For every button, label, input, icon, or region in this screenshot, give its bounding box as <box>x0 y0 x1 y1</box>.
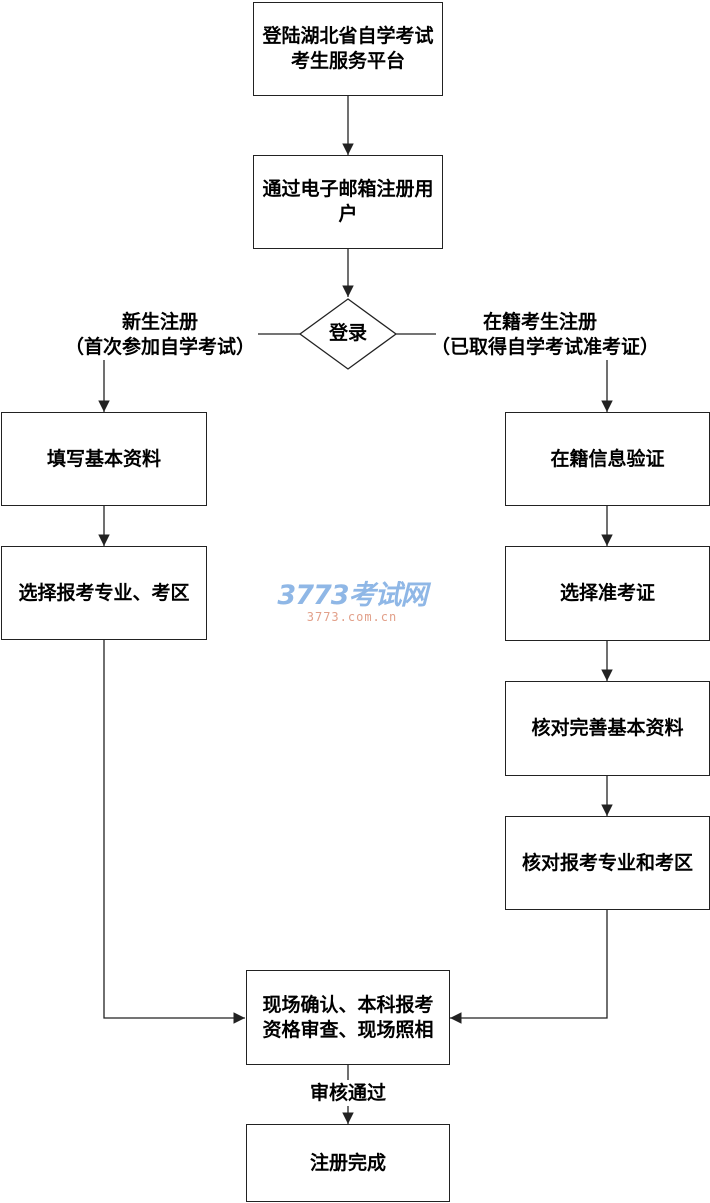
node-email-register-label: 通过电子邮箱注册用户 <box>262 178 434 225</box>
node-check-complete-label: 核对完善基本资料 <box>531 717 684 739</box>
arrow-check-to-onsite <box>450 910 608 1024</box>
node-start-label: 登陆湖北省自学考试考生服务平台 <box>262 25 434 72</box>
node-verify-enrolled: 在籍信息验证 <box>505 412 710 506</box>
node-check-major: 核对报考专业和考区 <box>505 816 710 910</box>
node-done-label: 注册完成 <box>309 1151 386 1174</box>
node-choose-major-label: 选择报考专业、考区 <box>18 581 190 604</box>
watermark: 3773考试网 3773.com.cn <box>262 580 442 625</box>
branch-right-subtitle: （已取得自学考试准考证） <box>430 336 659 358</box>
node-choose-major: 选择报考专业、考区 <box>1 546 207 640</box>
edge-label-review-passed: 审核通过 <box>309 1082 386 1104</box>
login-diamond <box>298 298 398 370</box>
node-fill-basic-label: 填写基本资料 <box>46 447 161 470</box>
node-check-complete: 核对完善基本资料 <box>505 681 710 776</box>
node-choose-ticket-label: 选择准考证 <box>559 582 655 604</box>
branch-left-title: 新生注册 <box>121 311 198 333</box>
node-email-register: 通过电子邮箱注册用户 <box>253 155 443 249</box>
node-check-major-label: 核对报考专业和考区 <box>521 851 693 874</box>
node-login-label: 登录 <box>328 322 367 344</box>
node-start: 登陆湖北省自学考试考生服务平台 <box>253 2 443 96</box>
watermark-url: 3773.com.cn <box>306 610 398 624</box>
node-verify-enrolled-label: 在籍信息验证 <box>550 447 665 470</box>
watermark-logo: 3773考试网 <box>277 580 427 611</box>
node-choose-ticket: 选择准考证 <box>505 546 710 641</box>
branch-right-title: 在籍考生注册 <box>482 311 597 333</box>
node-onsite-confirm-label: 现场确认、本科报考资格审查、现场照相 <box>262 993 434 1041</box>
arrow-major-to-onsite <box>103 640 245 1024</box>
branch-left-subtitle: （首次参加自学考试） <box>64 336 255 358</box>
node-onsite-confirm: 现场确认、本科报考资格审查、现场照相 <box>246 970 450 1065</box>
node-fill-basic: 填写基本资料 <box>1 412 207 506</box>
node-done: 注册完成 <box>246 1124 450 1202</box>
